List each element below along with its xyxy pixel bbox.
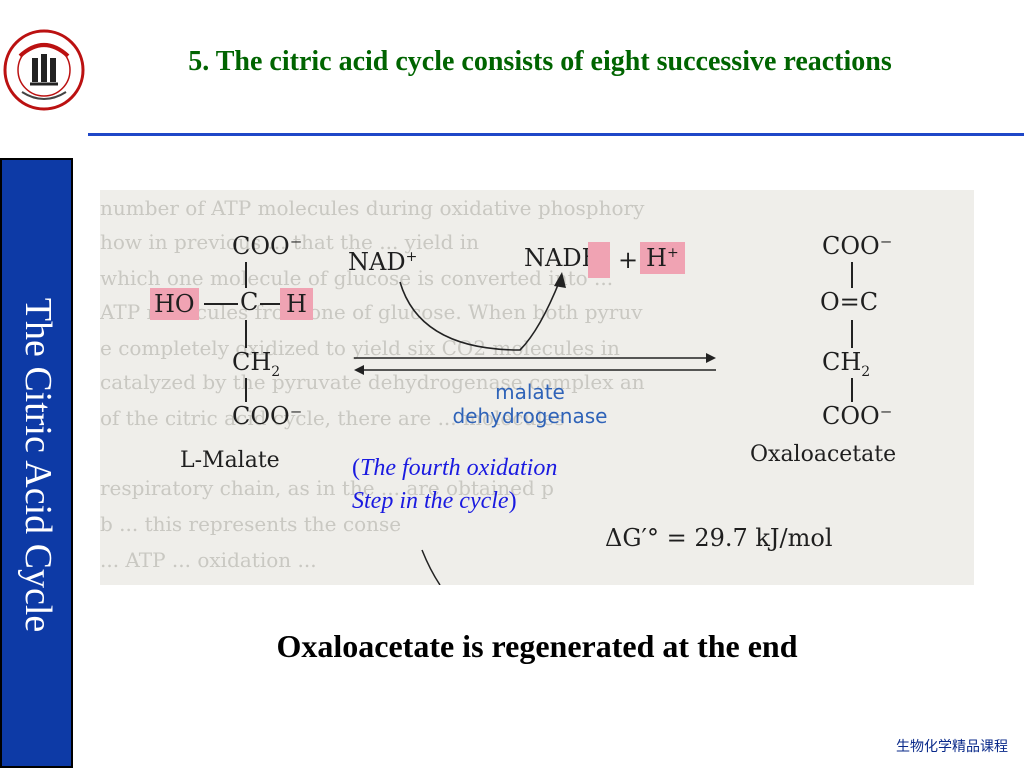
enzyme-line-1: malate <box>495 380 565 404</box>
malate-ch2: CH2 <box>232 348 280 380</box>
background-text-line: of the citric acid cycle, there are ... … <box>100 406 565 430</box>
callout-text-1: The fourth oxidation <box>360 455 558 481</box>
background-text-line: number of ATP molecules during oxidative… <box>100 196 645 220</box>
ch2-text: CH <box>232 348 272 376</box>
malate-coo-bottom: COO⁻ <box>232 402 303 430</box>
nad-charge: + <box>405 249 418 265</box>
callout-line-1: (The fourth oxidation <box>352 452 557 485</box>
callout-open-paren: ( <box>352 455 360 481</box>
background-text-line: respiratory chain, as in the ... are obt… <box>100 476 554 500</box>
malate-coo-top: COO⁻ <box>232 232 303 260</box>
enzyme-name: malate dehydrogenase <box>440 380 620 428</box>
enzyme-line-2: dehydrogenase <box>452 404 608 428</box>
malate-label: L-Malate <box>180 448 280 473</box>
h-plus-charge: + <box>666 245 679 261</box>
h-plus: H+ <box>640 242 685 274</box>
background-text-line: which one molecule of glucose is convert… <box>100 266 614 290</box>
ch2-subscript: 2 <box>271 363 281 380</box>
reaction-figure: number of ATP molecules during oxidative… <box>100 190 974 585</box>
background-text-line: catalyzed by the pyruvate dehydrogenase … <box>100 370 645 394</box>
course-footer: 生物化学精品课程 <box>896 739 1008 755</box>
ch2-subscript: 2 <box>861 363 871 380</box>
page-title: 5. The citric acid cycle consists of eig… <box>188 46 892 77</box>
malate-h-group: H <box>280 288 313 320</box>
oxaloacetate-label: Oxaloacetate <box>750 442 897 467</box>
sidebar-title: The Citric Acid Cycle <box>17 297 59 633</box>
free-energy-value: ΔG′° = 29.7 kJ/mol <box>605 524 833 552</box>
background-text-line: b ... this represents the conse <box>100 512 402 536</box>
ch2-text: CH <box>822 348 862 376</box>
callout-text-2: Step in the cycle <box>352 488 509 514</box>
oxaloacetate-ch2: CH2 <box>822 348 870 380</box>
oxaloacetate-coo-top: COO⁻ <box>822 232 893 260</box>
nad-plus: NAD+ <box>348 248 417 276</box>
callout-close-paren: ) <box>508 488 517 514</box>
nad-text: NAD <box>348 248 406 276</box>
oxaloacetate-carbonyl: O=C <box>820 288 879 316</box>
university-logo <box>2 28 86 112</box>
background-text-line: how in previous ... that the ... yield i… <box>100 230 480 254</box>
plus-sign: + <box>618 246 639 274</box>
background-text-line: ... ATP ... oxidation ... <box>100 548 317 572</box>
university-seal-icon <box>3 29 85 111</box>
h-plus-text: H <box>646 244 667 272</box>
sidebar-panel: The Citric Acid Cycle <box>0 158 73 768</box>
reaction-bonds-and-arrows <box>204 262 853 585</box>
oxaloacetate-coo-bottom: COO⁻ <box>822 402 893 430</box>
title-divider <box>88 133 1024 136</box>
background-text-line: e completely oxidized to yield six CO2 m… <box>100 336 620 360</box>
oxidation-step-callout: (The fourth oxidation Step in the cycle) <box>352 452 557 518</box>
malate-ho-group: HO <box>150 288 199 320</box>
slide-caption: Oxaloacetate is regenerated at the end <box>276 628 798 664</box>
nadh-highlight <box>588 242 610 278</box>
callout-line-2: Step in the cycle) <box>352 485 557 518</box>
malate-central-carbon: C <box>240 288 259 316</box>
